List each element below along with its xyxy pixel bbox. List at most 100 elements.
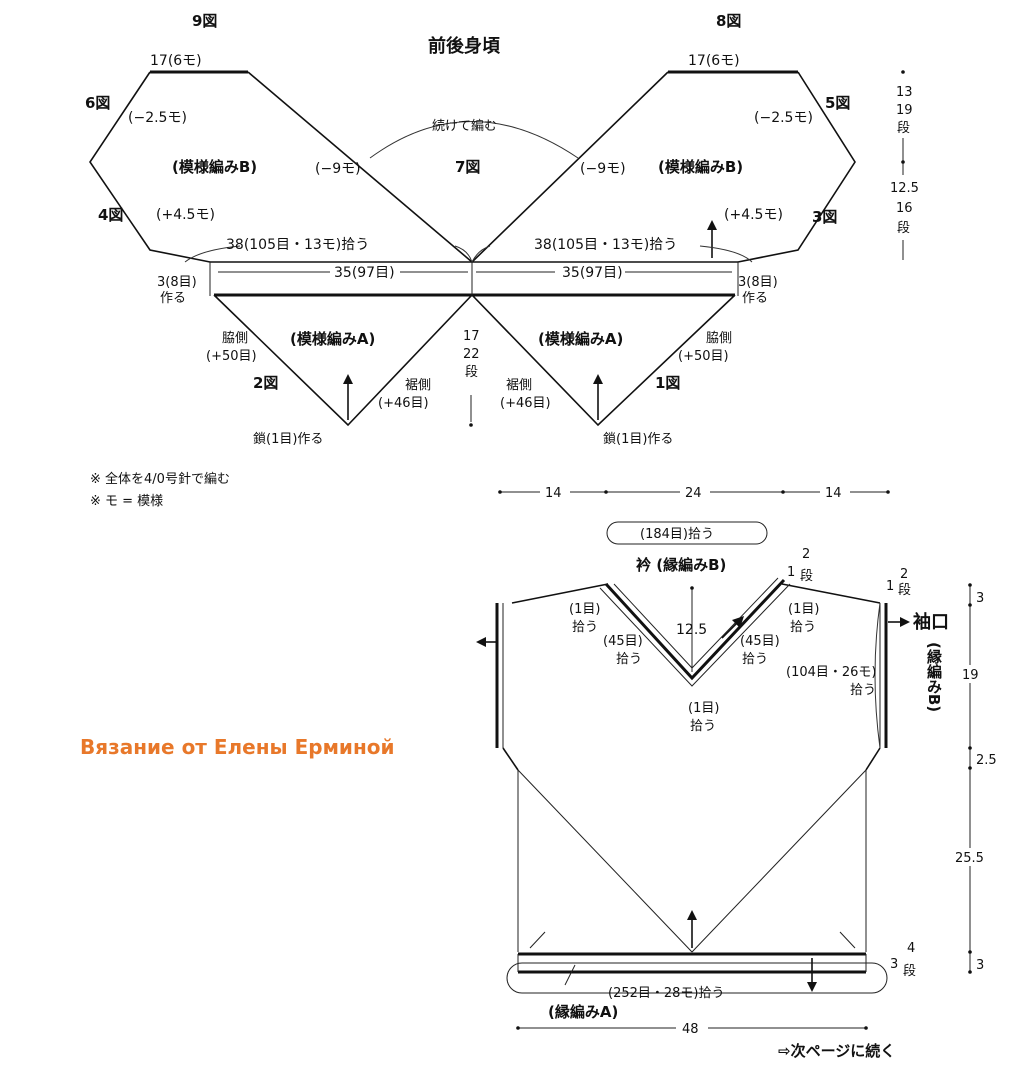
dim-16: 16 — [896, 201, 913, 216]
w-dot-2 — [604, 490, 608, 494]
arrow-head-left — [343, 374, 353, 384]
rd-dot-5 — [968, 950, 972, 954]
right-diagonal — [471, 71, 669, 263]
fig8-label: 8図 — [716, 12, 741, 30]
s45-right-1: (45目) — [740, 634, 780, 649]
cast-left-1: 3(8目) — [157, 275, 197, 290]
fig4-label: 4図 — [98, 206, 123, 224]
side-left-2: (+50目) — [206, 349, 257, 364]
w-dot-1 — [498, 490, 502, 494]
w-dot-3 — [781, 490, 785, 494]
page-title: 前後身頃 — [428, 35, 501, 57]
hem-center-arrow-head — [687, 910, 697, 920]
dim-3a: 3 — [976, 591, 984, 606]
neck-arrow-head — [732, 616, 744, 628]
chain-right: 鎖(1目)作る — [603, 431, 673, 447]
s1-left-1: (1目) — [569, 602, 600, 617]
dec-left: (−2.5モ) — [128, 110, 187, 126]
collar-pick-oval — [606, 521, 768, 545]
note-2: ※ モ = 模様 — [90, 494, 163, 509]
w35-left: 35(97目) — [334, 265, 395, 281]
minus9-right: (−9モ) — [580, 161, 626, 177]
cast-right-1: 3(8目) — [738, 275, 778, 290]
arrow-head-right — [593, 374, 603, 384]
left-out-arrow-head — [476, 637, 486, 647]
rd-dot-2 — [968, 603, 972, 607]
rd-dot-6 — [968, 970, 972, 974]
patternA-left: (模様編みA) — [290, 330, 375, 348]
dim-19: 19 — [962, 668, 979, 683]
v-neck-outer — [599, 583, 791, 687]
hem-4: 4 — [907, 941, 915, 956]
neck-depth-dot — [690, 586, 694, 590]
inc-right: (+4.5モ) — [724, 207, 783, 223]
patternA-right: (模様編みA) — [538, 330, 623, 348]
collar-1: 1 — [787, 565, 795, 580]
hem-corner-arrow-r — [839, 931, 856, 949]
dim-19: 19 — [896, 103, 913, 118]
v-neck-thick — [604, 578, 786, 681]
collar-dan: 段 — [800, 569, 813, 584]
hem-small-arrow — [564, 964, 576, 986]
hem-dan: 段 — [903, 964, 916, 979]
sleeve-2: 2 — [900, 567, 908, 582]
patternB-left: (模様編みB) — [172, 158, 257, 176]
top-left-17: 17(6モ) — [150, 53, 202, 69]
rd-dot-4 — [968, 766, 972, 770]
right-v-seam — [691, 769, 867, 953]
pickup-arc-left — [184, 245, 241, 263]
dim-dot-2 — [901, 160, 905, 164]
d19-bg — [962, 665, 982, 683]
sleeve-title: 袖口 — [913, 611, 949, 633]
fig6-label: 6図 — [85, 94, 110, 112]
continue-arc — [369, 121, 579, 159]
dim-dan-2: 段 — [897, 221, 910, 236]
note-1: ※ 全体を4/0号針で編む — [90, 471, 230, 487]
patternB-right: (模様編みB) — [658, 158, 743, 176]
sleeve-pick-2: 拾う — [850, 683, 876, 698]
bottom1-2: 拾う — [690, 719, 716, 734]
right-upper-outline — [737, 71, 856, 263]
rd-dot-1 — [968, 583, 972, 587]
height-22: 22 — [463, 347, 480, 362]
dim-dot-1 — [901, 70, 905, 74]
dim-2-5: 2.5 — [976, 753, 997, 768]
right-out-arrow-head — [900, 617, 910, 627]
width-48: 48 — [682, 1022, 699, 1037]
fig5-label: 5図 — [825, 94, 850, 112]
s1-right-2: 拾う — [790, 620, 816, 635]
neck-12-5: 12.5 — [676, 622, 707, 638]
dim-13: 13 — [896, 85, 913, 100]
dim-dan-1: 段 — [897, 121, 910, 136]
watermark: Вязание от Елены Ерминой — [80, 735, 395, 759]
cast-left-2: 作る — [160, 291, 186, 306]
w48-bg — [676, 1020, 708, 1036]
side-left-1: 脇側 — [222, 331, 248, 346]
collar-title: 衿 (縁編みB) — [636, 556, 726, 574]
fig3-label: 3図 — [812, 208, 837, 226]
rd-dot-3 — [968, 746, 972, 750]
dim-25-5: 25.5 — [955, 851, 984, 866]
pick-left: 38(105目・13モ)拾う — [226, 237, 369, 253]
w14a-bg — [540, 484, 570, 500]
pickup-arc-left-2 — [454, 245, 473, 263]
fig1-label: 1図 — [655, 374, 680, 392]
side-right-1: 脇側 — [706, 331, 732, 346]
s1-right-1: (1目) — [788, 602, 819, 617]
left-underarm — [502, 747, 519, 771]
collar-2: 2 — [802, 547, 810, 562]
w35-right: 35(97目) — [562, 265, 623, 281]
w24-bg — [680, 484, 710, 500]
hem-right-1: 裾側 — [506, 378, 532, 393]
sleeve-pick: (104目・26モ) — [786, 665, 877, 680]
right-underarm — [865, 747, 881, 771]
s45-left-1: (45目) — [603, 634, 643, 649]
continue-label: 続けて編む — [432, 118, 497, 134]
next-page: ⇨次ページに続く — [778, 1042, 895, 1060]
chain-left: 鎖(1目)作る — [253, 431, 323, 447]
hem-corner-arrow-l — [529, 931, 546, 949]
w14b-bg — [820, 484, 850, 500]
hem-title: (縁編みA) — [548, 1003, 618, 1021]
sleeve-1: 1 — [886, 579, 894, 594]
cast-right-2: 作る — [742, 291, 768, 306]
